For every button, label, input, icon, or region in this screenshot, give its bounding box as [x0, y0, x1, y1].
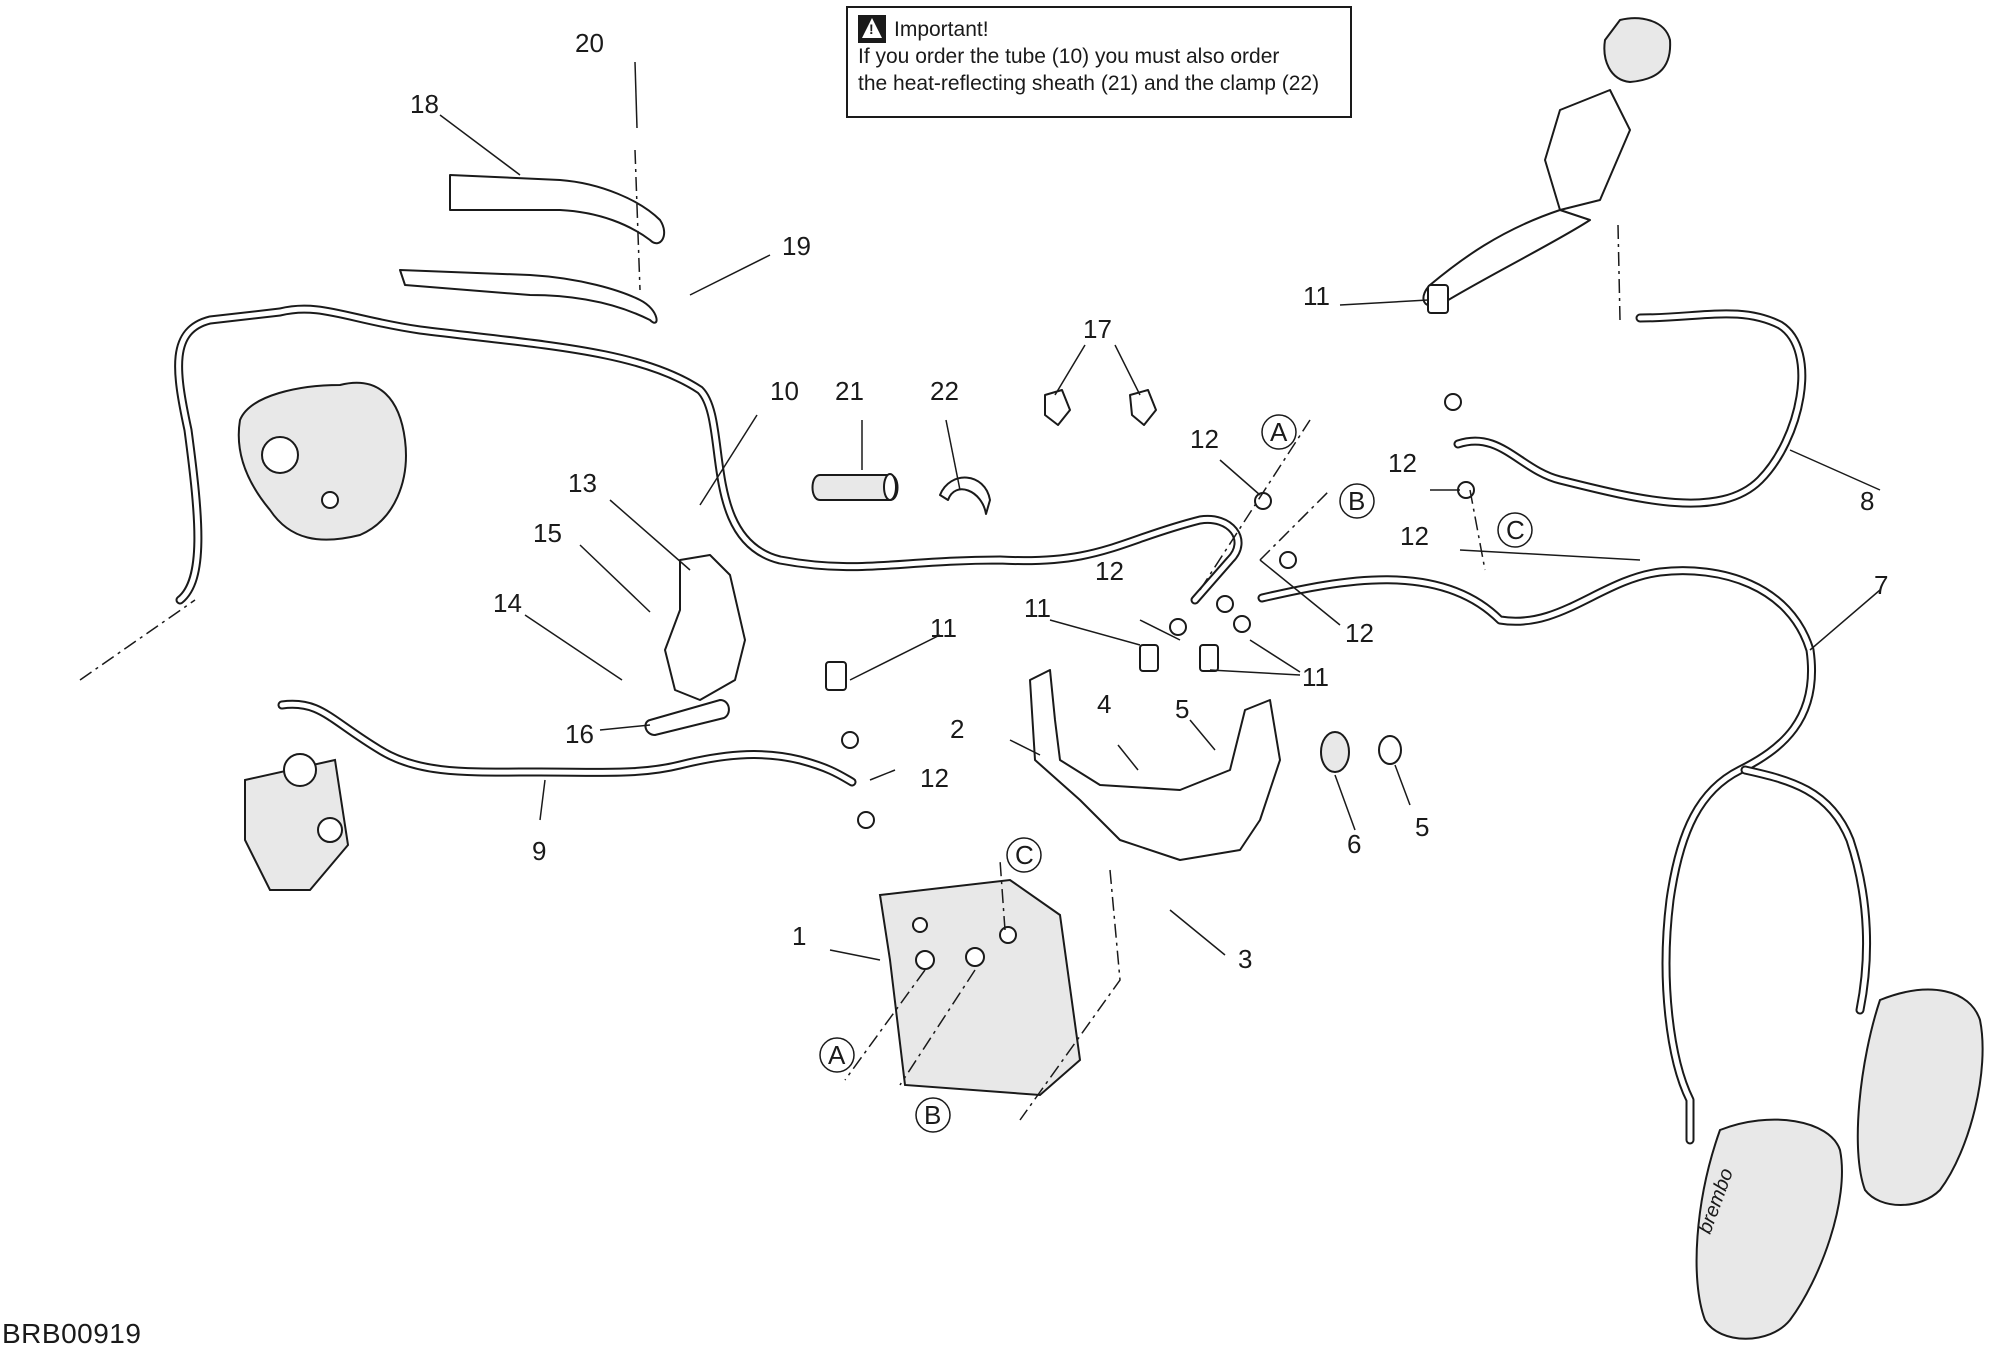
assembly-line-20 — [634, 149, 641, 291]
tube-9 — [277, 699, 857, 787]
banjo-bolt-11-top — [1427, 284, 1449, 314]
copper-washer-12 — [1254, 492, 1272, 510]
svg-text:B: B — [1348, 486, 1365, 516]
notice-line-2: the heat-reflecting sheath (21) and the … — [858, 72, 1320, 95]
callout-6: 6 — [1347, 829, 1361, 859]
ref-c-top: C — [1497, 512, 1533, 548]
callout-10: 10 — [770, 376, 799, 406]
callout-20: 20 — [575, 28, 604, 58]
assembly-line-b — [1259, 489, 1331, 561]
callout-22: 22 — [930, 376, 959, 406]
callout-12-b: 12 — [1388, 448, 1417, 478]
copper-washer-12 — [841, 731, 859, 749]
callout-8: 8 — [1860, 486, 1874, 516]
callout-12-f: 12 — [920, 763, 949, 793]
document-code: BRB00919 — [2, 1318, 142, 1349]
abs-control-unit — [878, 878, 1082, 1097]
callout-15: 15 — [533, 518, 562, 548]
leader-lines — [439, 61, 1881, 961]
ref-b-bottom: B — [915, 1097, 951, 1133]
callout-1: 1 — [792, 921, 806, 951]
callout-16: 16 — [565, 719, 594, 749]
notice-line-1: If you order the tube (10) you must also… — [858, 45, 1280, 68]
assembly-line-8 — [1617, 224, 1621, 321]
callout-11-top: 11 — [1303, 281, 1330, 311]
tube-7 — [1257, 566, 1872, 1145]
callout-12-c: 12 — [1400, 521, 1429, 551]
assembly-line-c-bottom — [999, 859, 1006, 931]
ref-b-top: B — [1339, 483, 1375, 519]
banjo-bolt-11-right — [1199, 644, 1219, 672]
callout-13: 13 — [568, 468, 597, 498]
banjo-bolt-11-abs — [825, 661, 847, 691]
rubber-mount-6 — [1320, 731, 1350, 773]
assembly-line-bracket — [1019, 869, 1121, 1121]
abs-bracket — [1029, 669, 1281, 861]
callout-5-b: 5 — [1415, 812, 1429, 842]
callout-11-right: 11 — [1302, 662, 1329, 692]
callout-18: 18 — [410, 89, 439, 119]
notice-title: Important! — [894, 17, 989, 41]
copper-washer-12 — [1216, 595, 1234, 613]
callout-12-d: 12 — [1095, 556, 1124, 586]
bracket-16 — [644, 699, 730, 736]
front-caliper-left — [1695, 1118, 1843, 1340]
callout-14: 14 — [493, 588, 522, 618]
callout-7: 7 — [1874, 570, 1888, 600]
assembly-line-b-bottom — [899, 969, 976, 1086]
assembly-line-c — [1469, 489, 1486, 571]
svg-text:B: B — [924, 1100, 941, 1130]
callout-11-abs: 11 — [930, 613, 957, 643]
copper-washer-12 — [857, 811, 875, 829]
callout-12-a: 12 — [1190, 424, 1219, 454]
copper-washer-12 — [1279, 551, 1297, 569]
front-caliper-right — [1856, 988, 1984, 1206]
callout-4: 4 — [1097, 689, 1111, 719]
clips-17 — [1044, 389, 1157, 426]
important-notice: Important! If you order the tube (10) yo… — [846, 6, 1352, 118]
copper-washer-12 — [1233, 615, 1251, 633]
callout-2: 2 — [950, 714, 964, 744]
warning-icon — [858, 15, 886, 43]
svg-text:A: A — [828, 1040, 846, 1070]
svg-text:A: A — [1270, 417, 1288, 447]
callout-3: 3 — [1238, 944, 1252, 974]
ref-a-bottom: A — [819, 1037, 855, 1073]
copper-washer-12 — [1444, 393, 1462, 411]
assembly-line-a-bottom — [844, 969, 926, 1081]
svg-text:C: C — [1015, 840, 1034, 870]
front-master-cylinder — [1422, 17, 1672, 307]
assembly-line-9-bolt — [79, 599, 196, 681]
heat-reflecting-sheath — [811, 473, 899, 501]
tube-10 — [174, 304, 1243, 605]
hose-guide-19 — [399, 269, 658, 324]
ref-c-bottom: C — [1006, 837, 1042, 873]
hose-guide-18 — [449, 174, 666, 245]
ref-a-top: A — [1261, 414, 1297, 450]
clamp-22 — [939, 476, 991, 515]
callout-11-left: 11 — [1024, 593, 1051, 623]
rear-master-cylinder — [244, 753, 350, 891]
callout-21: 21 — [835, 376, 864, 406]
callout-9: 9 — [532, 836, 546, 866]
tube-8 — [1453, 309, 1807, 508]
callout-12-e: 12 — [1345, 618, 1374, 648]
callout-19: 19 — [782, 231, 811, 261]
callout-5-a: 5 — [1175, 694, 1189, 724]
assembly-line-a — [1199, 419, 1311, 591]
banjo-bolt-11-left — [1139, 644, 1159, 672]
spacer-5 — [1378, 735, 1402, 765]
bracket-13 — [664, 554, 746, 701]
callout-17: 17 — [1083, 314, 1112, 344]
rear-caliper — [237, 381, 407, 541]
copper-washer-12 — [1169, 618, 1187, 636]
svg-text:C: C — [1506, 515, 1525, 545]
